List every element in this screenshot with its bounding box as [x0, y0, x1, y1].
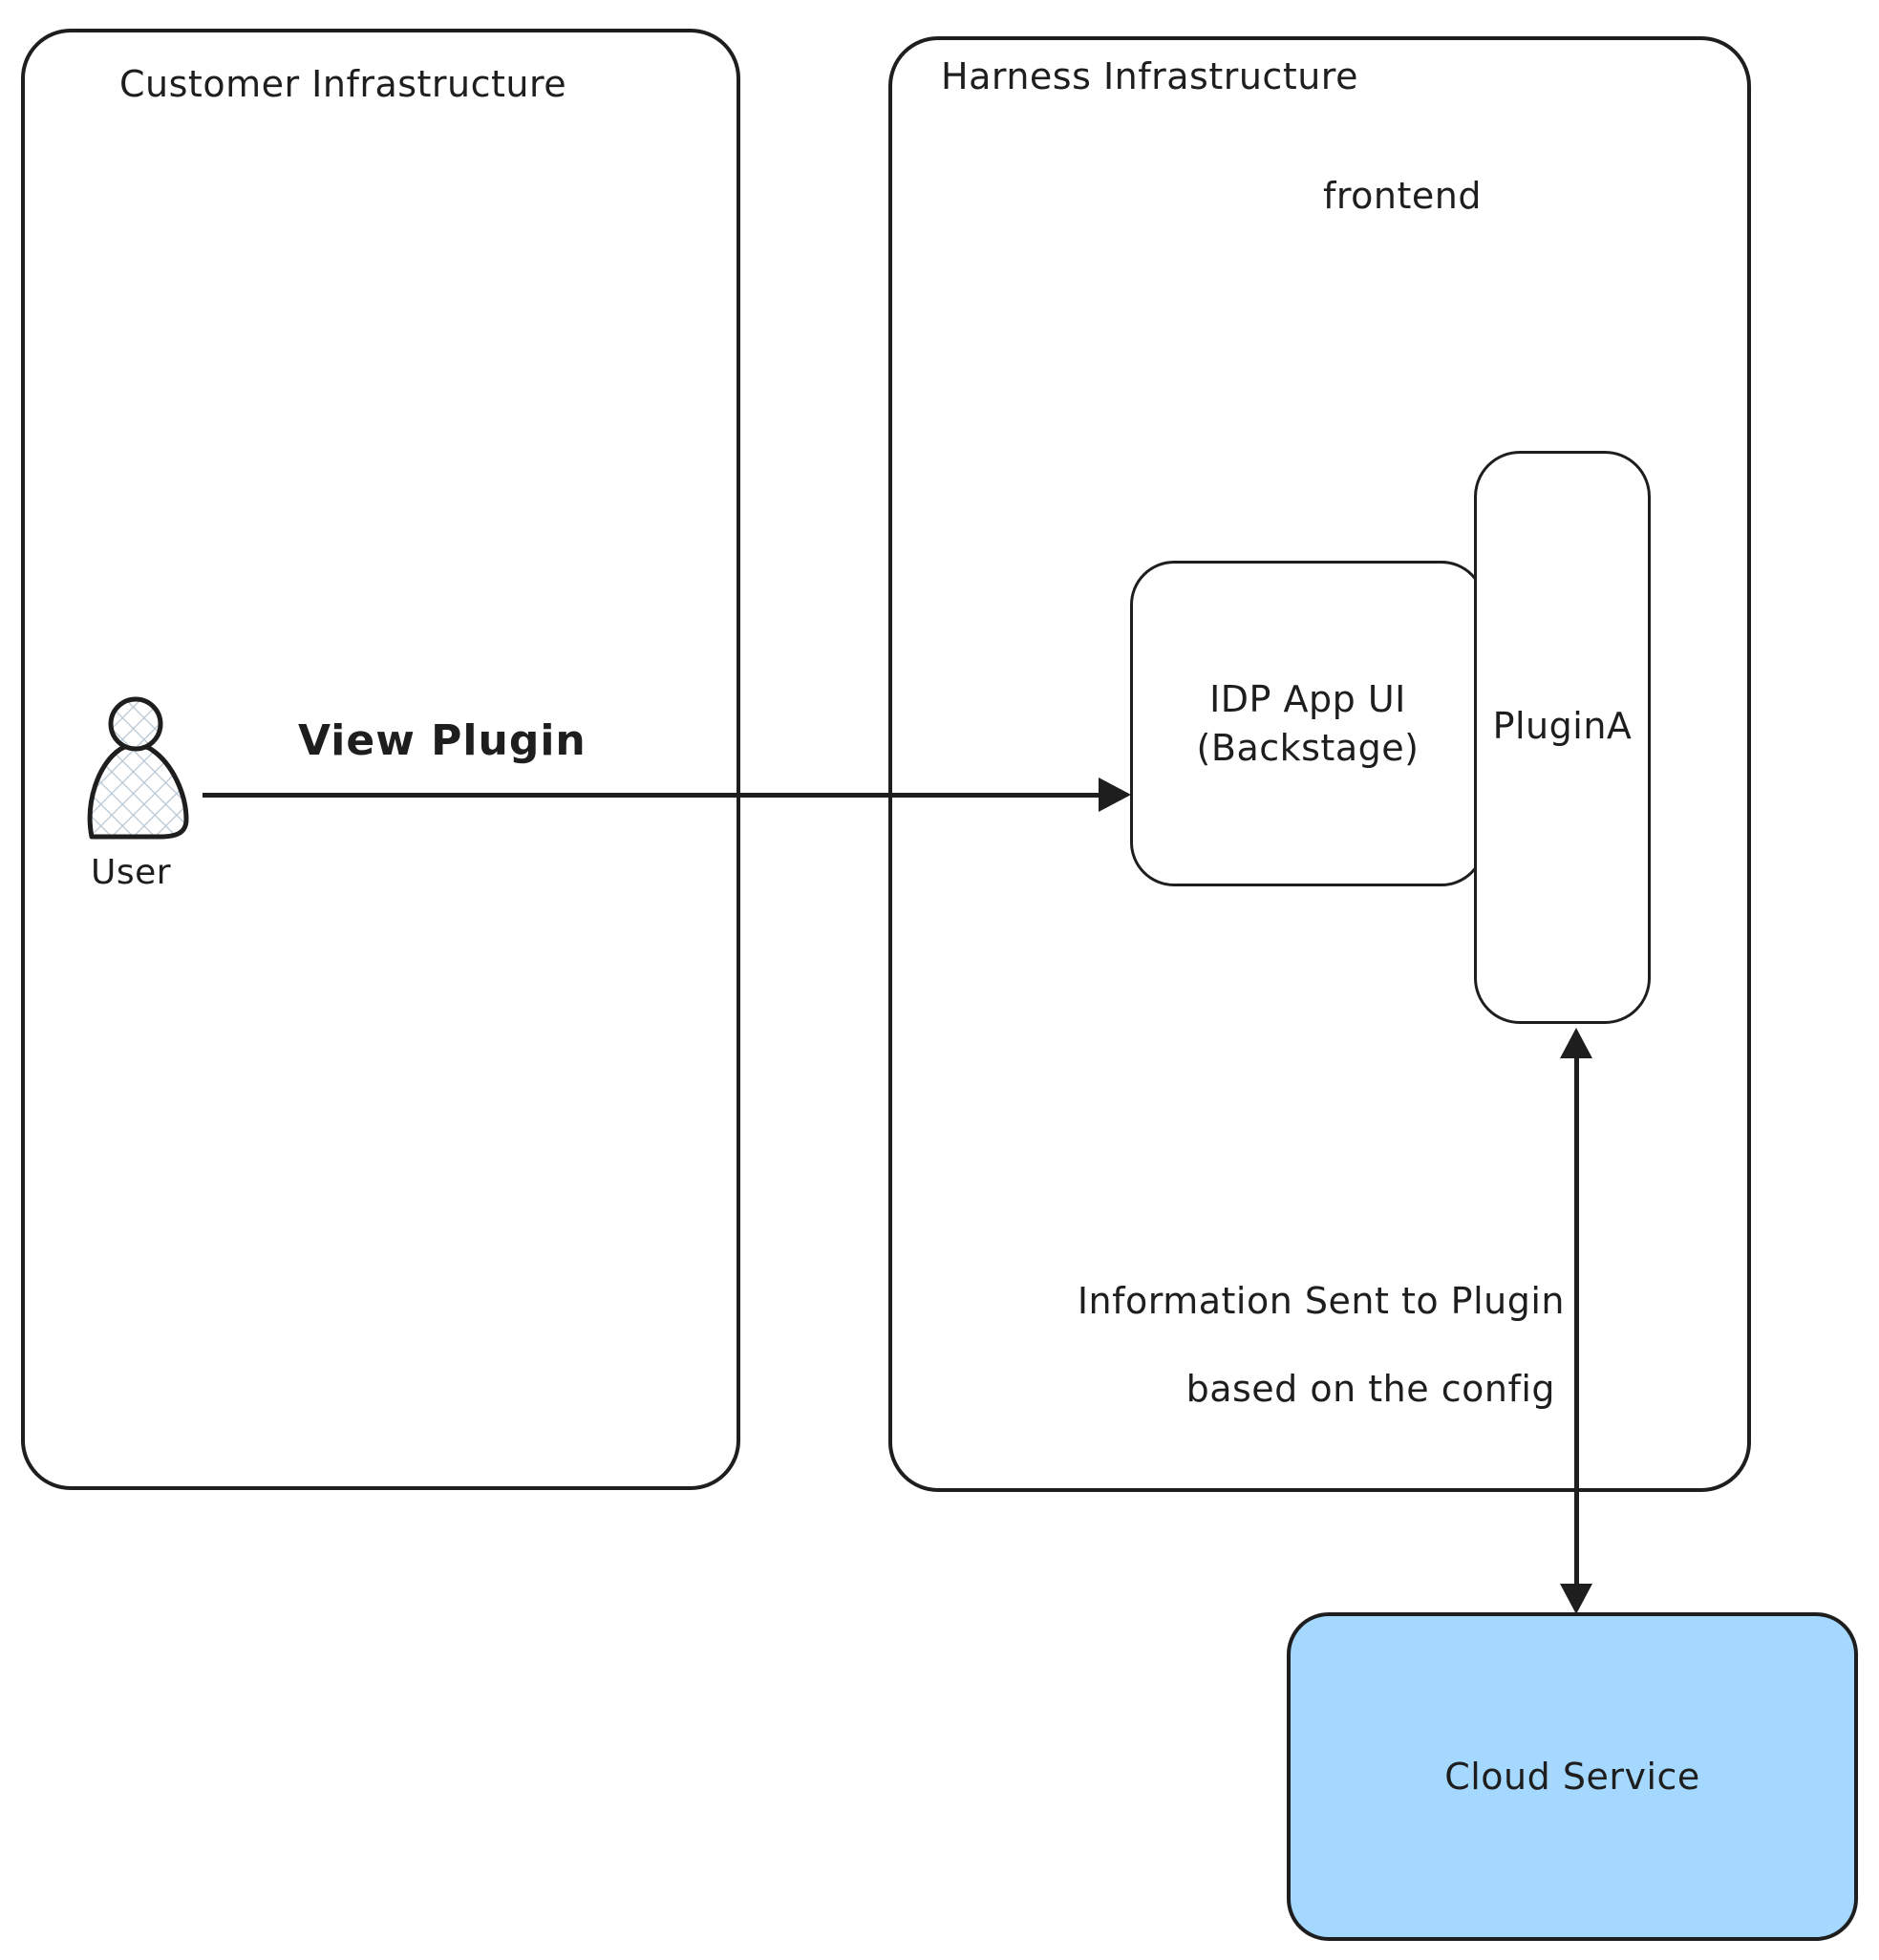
plugin-cloud-arrow-head-down-icon: [1560, 1584, 1592, 1614]
view-plugin-arrow-label: View Plugin: [298, 716, 587, 765]
user-head-shape: [108, 696, 163, 752]
harness-infrastructure-title: Harness Infrastructure: [941, 55, 1358, 97]
idp-app-ui-box: IDP App UI (Backstage): [1130, 561, 1485, 886]
user-icon: [87, 696, 189, 840]
user-label: User: [91, 853, 172, 892]
harness-infrastructure-box: [888, 36, 1751, 1492]
user-body-shape: [87, 743, 189, 840]
plugin-cloud-arrow-line: [1574, 1051, 1579, 1587]
idp-app-ui-label-line2: (Backstage): [1196, 726, 1420, 769]
customer-infrastructure-box: [21, 29, 740, 1490]
info-sent-label-line1: Information Sent to Plugin: [1077, 1280, 1565, 1322]
info-sent-label-line2: based on the config: [1185, 1368, 1555, 1410]
cloud-service-box: Cloud Service: [1287, 1612, 1858, 1941]
idp-app-ui-label: IDP App UI (Backstage): [1197, 675, 1420, 771]
customer-infrastructure-title: Customer Infrastructure: [119, 63, 567, 105]
view-plugin-arrow-line: [203, 793, 1104, 798]
view-plugin-arrow-head-icon: [1099, 778, 1131, 812]
frontend-label: frontend: [1323, 175, 1482, 217]
cloud-service-label: Cloud Service: [1444, 1756, 1700, 1798]
plugin-a-box: PluginA: [1474, 451, 1651, 1024]
plugin-a-label: PluginA: [1492, 705, 1633, 747]
idp-app-ui-label-line1: IDP App UI: [1209, 678, 1406, 721]
